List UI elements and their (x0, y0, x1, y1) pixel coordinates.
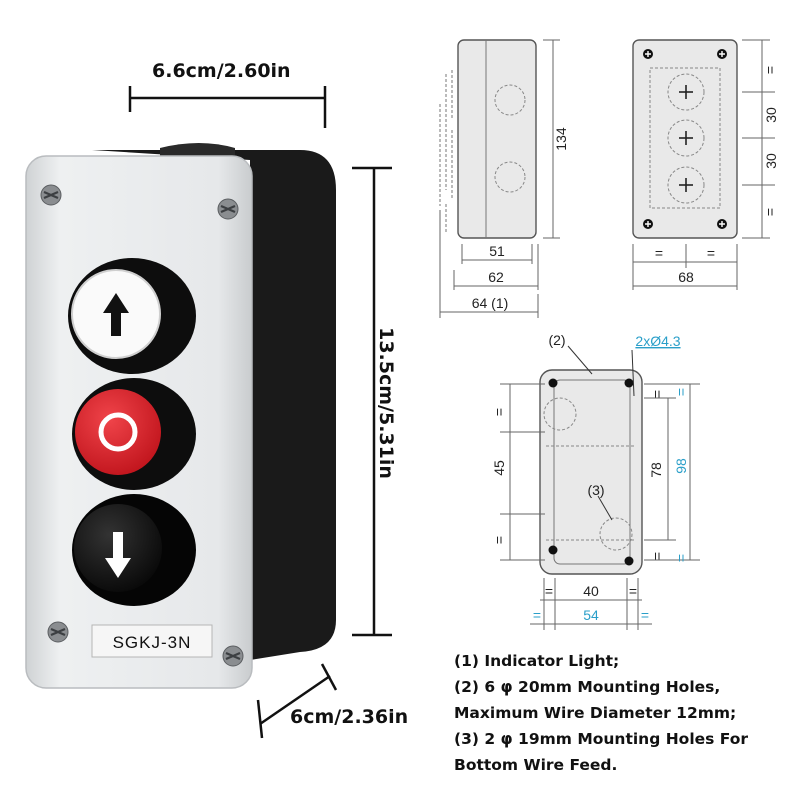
screw-icon (217, 198, 239, 220)
side-view-drawing: 134 51 62 64 (1) (439, 39, 569, 318)
depth-label: 6cm/2.36in (290, 706, 409, 728)
front-spacing-label: 30 (763, 153, 779, 169)
bottom-equal-label: = (649, 552, 665, 560)
bottom-dim-40: 40 (583, 583, 599, 599)
front-view-drawing: 30 30 = = = = 68 (632, 39, 779, 290)
station-base (92, 150, 336, 660)
bottom-dim-54: 54 (583, 607, 599, 623)
screw-icon (222, 645, 244, 667)
bottom-equal-label: = (673, 388, 689, 396)
callout-3-label: (3) (587, 482, 604, 498)
photo-dimension-lines (128, 86, 392, 739)
note-item: (1) Indicator Light; (454, 652, 620, 670)
callout-2-label: (2) (548, 332, 565, 348)
screw-icon (40, 184, 62, 206)
push-button-station: SGKJ-3N (25, 143, 336, 689)
bottom-view-drawing: (2) (3) 2xØ4.3 45 = = 78 98 = (491, 332, 700, 630)
width-label: 6.6cm/2.60in (152, 60, 291, 82)
arrow-up-icon (103, 293, 129, 336)
note-item: (3) 2 φ 19mm Mounting Holes For (454, 730, 749, 748)
note-item: Bottom Wire Feed. (454, 756, 618, 774)
side-height-label: 134 (553, 127, 569, 151)
stop-button (72, 378, 196, 490)
up-button (68, 258, 196, 374)
bottom-dim-98: 98 (673, 458, 689, 474)
model-plate (91, 624, 213, 658)
holes-spec-label: 2xØ4.3 (635, 333, 680, 349)
front-equal-label: = (762, 208, 778, 216)
notes-list: (1) Indicator Light; (2) 6 φ 20mm Mounti… (454, 648, 794, 778)
height-label: 13.5cm/5.31in (375, 327, 397, 479)
ring-icon (98, 412, 138, 452)
cable-gland-top (160, 143, 235, 158)
front-equal-label: = (655, 245, 663, 261)
side-dim-label: 51 (489, 243, 505, 259)
bottom-equal-label: = (533, 607, 541, 623)
side-dim-label: 64 (1) (472, 295, 509, 311)
bottom-equal-label: = (649, 390, 665, 398)
bottom-equal-label: = (491, 408, 507, 416)
model-label: SGKJ-3N (113, 633, 192, 652)
front-equal-label: = (707, 245, 715, 261)
bottom-equal-label: = (673, 554, 689, 562)
front-width-label: 68 (678, 269, 694, 285)
bottom-equal-label: = (629, 583, 637, 599)
bottom-equal-label: = (545, 583, 553, 599)
down-button (72, 494, 196, 606)
note-item: (2) 6 φ 20mm Mounting Holes, (454, 678, 721, 696)
bottom-equal-label: = (641, 607, 649, 623)
bottom-dim-45: 45 (491, 460, 507, 476)
front-equal-label: = (762, 66, 778, 74)
bottom-equal-label: = (491, 536, 507, 544)
note-item: Maximum Wire Diameter 12mm; (454, 704, 737, 722)
bottom-dim-78: 78 (648, 462, 664, 478)
front-spacing-label: 30 (763, 107, 779, 123)
side-dim-label: 62 (488, 269, 504, 285)
screw-icon (47, 621, 69, 643)
arrow-down-icon (105, 532, 131, 578)
